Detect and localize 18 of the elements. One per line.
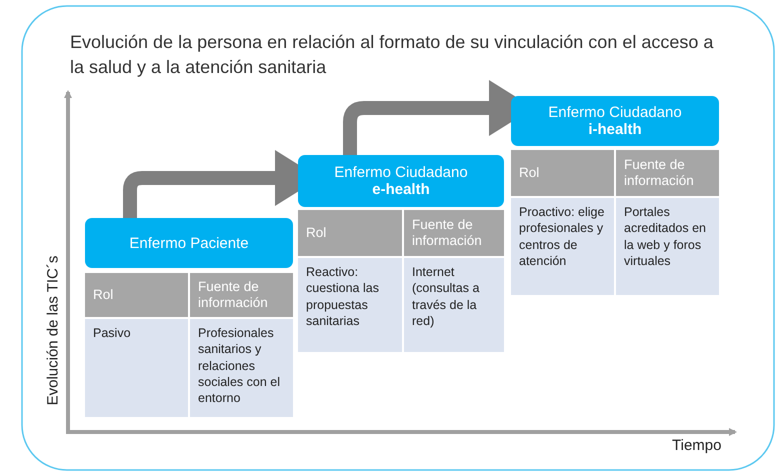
- header-box: Enfermo Ciudadano e-health: [298, 155, 504, 207]
- column-header: Fuente de información: [190, 273, 293, 317]
- table-cell: Pasivo: [85, 319, 188, 417]
- header-box: Enfermo Ciudadano i-health: [511, 96, 719, 146]
- axis-label: Tiempo: [672, 437, 722, 454]
- column-header: Fuente de información: [616, 150, 719, 196]
- table-cell: Profesionales sanitarios y relaciones sociales con el entorno: [190, 319, 293, 417]
- table-cell: Portales acreditados en la web y foros virtuales: [616, 198, 719, 295]
- column-header: Rol: [511, 150, 614, 196]
- table-cell: Internet (consultas a través de la red): [404, 258, 504, 352]
- column-header: Rol: [85, 273, 188, 317]
- header-box: Enfermo Paciente: [85, 218, 293, 268]
- column-header: Rol: [298, 210, 402, 256]
- table-cell: Reactivo: cuestiona las propuestas sanitarias: [298, 258, 402, 352]
- axis-label: Evolución de las TIC´s: [44, 254, 62, 408]
- title: Evolución de la persona en relación al formato de su vinculación con el acceso a la salud y a la atención sanitaria: [70, 31, 714, 80]
- table-cell: Proactivo: elige profesionales y centros de atención: [511, 198, 614, 295]
- column-header: Fuente de información: [404, 210, 504, 256]
